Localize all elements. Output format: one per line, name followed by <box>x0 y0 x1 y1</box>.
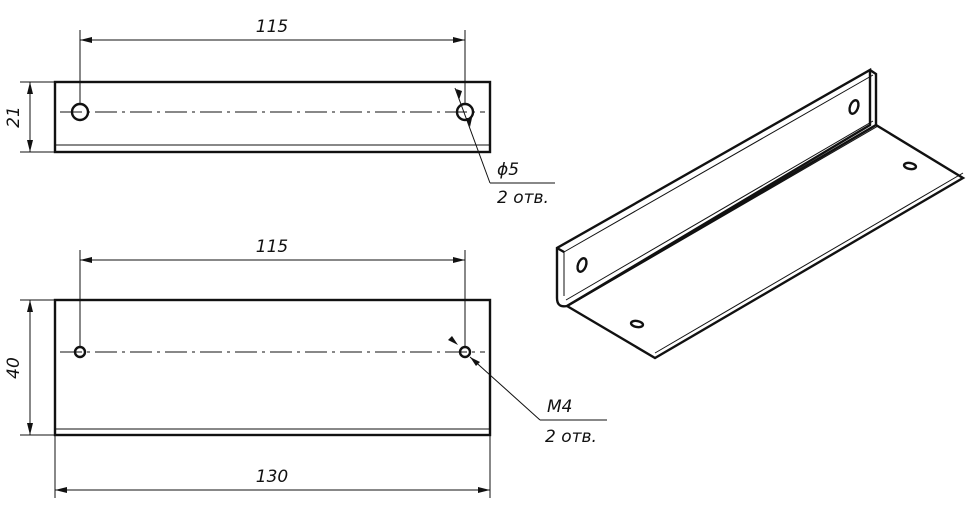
front-view-outline <box>53 298 492 437</box>
iso-bend-line-b <box>574 125 879 303</box>
iso-hole-horizontal-left <box>629 319 645 329</box>
top-hole-leader-arrow-b <box>466 118 472 127</box>
top-dim21-arrow-top <box>27 82 33 94</box>
front-thread-count-label: 2 отв. <box>545 427 597 447</box>
front-thread-leader-arrow <box>470 357 480 366</box>
iso-hole-vertical-left <box>576 257 588 273</box>
iso-bend-line-a <box>565 120 874 301</box>
front-dim130-arrow-right <box>478 487 490 493</box>
top-dim-21-label: 21 <box>4 106 24 128</box>
top-dim21-arrow-bottom <box>27 140 33 152</box>
front-dim130-arrow-left <box>55 487 67 493</box>
iso-vertical-flange <box>555 67 872 308</box>
iso-flange-top-edge-inner <box>563 74 874 253</box>
isometric-view <box>555 67 966 360</box>
top-hole-callout-label: ϕ5 <box>497 160 519 180</box>
iso-hole-horizontal-right <box>902 161 918 171</box>
front-view: 115 40 130 M4 2 отв. <box>4 237 607 498</box>
top-dim-115-label: 115 <box>256 17 288 37</box>
front-thread-leader-arrow-b <box>448 336 458 345</box>
front-dim-115-label: 115 <box>256 237 288 257</box>
front-dim-130-label: 130 <box>256 467 288 487</box>
iso-horizontal-flange <box>564 123 966 360</box>
front-dim40-arrow-top <box>27 300 33 312</box>
top-view: 115 21 ϕ5 2 отв. <box>4 17 555 208</box>
front-dim-arrow-left <box>80 257 92 263</box>
top-dim-arrow-right <box>453 37 465 43</box>
iso-horizontal-flange-edge <box>654 172 964 354</box>
front-thread-leader <box>469 356 541 421</box>
iso-hole-vertical-right <box>848 99 860 115</box>
top-dim-arrow-left <box>80 37 92 43</box>
front-thread-callout-label: M4 <box>547 397 572 417</box>
front-dim-40-label: 40 <box>4 357 24 379</box>
front-dim40-arrow-bottom <box>27 423 33 435</box>
top-hole-leader-arrow-a <box>456 89 462 100</box>
iso-flange-top-cap <box>556 69 878 254</box>
top-hole-leader <box>454 87 491 184</box>
top-hole-count-label: 2 отв. <box>497 188 549 208</box>
top-view-outline <box>53 80 492 154</box>
front-dim-arrow-right <box>453 257 465 263</box>
